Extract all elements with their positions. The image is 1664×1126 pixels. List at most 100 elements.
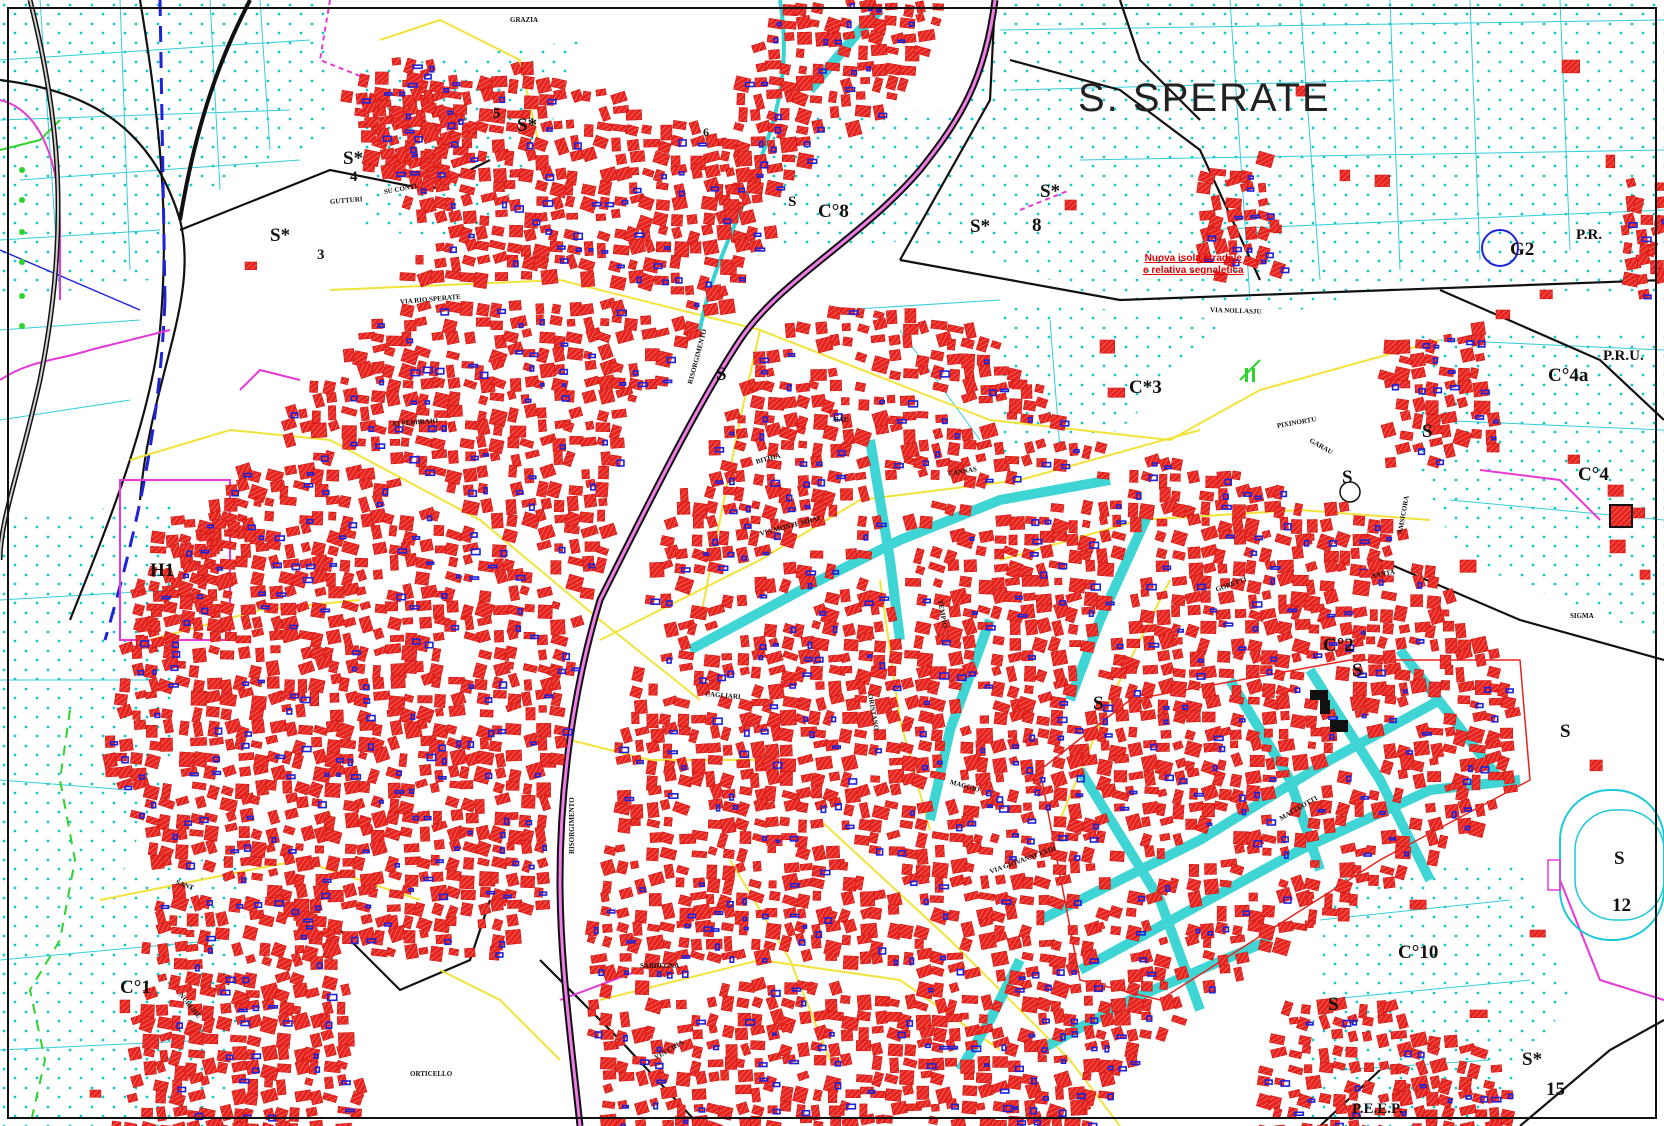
building bbox=[478, 649, 493, 661]
building bbox=[1444, 637, 1458, 654]
building bbox=[478, 590, 492, 603]
building bbox=[994, 874, 1006, 885]
building bbox=[399, 303, 415, 318]
building bbox=[1232, 925, 1243, 936]
building bbox=[965, 841, 983, 855]
building bbox=[1429, 638, 1440, 652]
building bbox=[402, 617, 414, 625]
building bbox=[535, 899, 551, 911]
building bbox=[678, 650, 695, 661]
building bbox=[1381, 684, 1396, 697]
building bbox=[579, 511, 594, 524]
building bbox=[1066, 724, 1082, 735]
building bbox=[767, 683, 785, 700]
building bbox=[1324, 893, 1333, 909]
building bbox=[1334, 815, 1347, 827]
zone-label: S bbox=[1093, 693, 1104, 714]
building bbox=[641, 167, 655, 178]
building bbox=[507, 672, 521, 688]
building bbox=[1305, 579, 1316, 596]
building bbox=[840, 307, 856, 316]
building bbox=[784, 322, 796, 339]
building bbox=[946, 338, 957, 351]
building bbox=[1290, 605, 1303, 621]
building bbox=[510, 61, 523, 76]
building bbox=[1175, 757, 1188, 769]
building bbox=[1170, 457, 1184, 472]
building bbox=[960, 741, 974, 754]
building bbox=[1172, 668, 1186, 678]
building bbox=[415, 208, 427, 224]
building bbox=[311, 736, 323, 748]
building bbox=[155, 1090, 167, 1104]
building bbox=[492, 107, 507, 124]
building bbox=[648, 893, 662, 907]
building bbox=[417, 750, 434, 760]
building bbox=[461, 91, 472, 106]
building bbox=[1384, 456, 1397, 469]
building bbox=[464, 331, 476, 345]
building bbox=[581, 90, 592, 102]
building bbox=[750, 1040, 766, 1051]
building bbox=[1362, 1016, 1374, 1027]
building bbox=[799, 1010, 812, 1025]
building bbox=[538, 794, 552, 812]
building bbox=[1468, 820, 1486, 838]
building bbox=[888, 334, 901, 346]
building bbox=[157, 814, 171, 831]
building bbox=[735, 861, 746, 873]
building bbox=[1108, 905, 1123, 919]
building bbox=[1230, 577, 1246, 592]
building bbox=[947, 559, 960, 572]
building bbox=[414, 661, 424, 673]
building bbox=[1424, 802, 1437, 813]
building bbox=[1004, 903, 1018, 921]
note-line-1: Nuova isola stradale bbox=[1144, 253, 1242, 264]
building bbox=[897, 923, 914, 940]
building bbox=[419, 826, 431, 842]
building bbox=[799, 498, 812, 511]
building bbox=[1139, 832, 1153, 849]
building bbox=[327, 405, 337, 421]
building bbox=[812, 729, 827, 739]
building bbox=[460, 193, 473, 207]
building bbox=[917, 320, 930, 335]
building bbox=[691, 829, 709, 841]
building bbox=[810, 818, 824, 829]
building bbox=[1261, 744, 1272, 753]
building bbox=[640, 315, 652, 325]
building bbox=[1348, 1090, 1359, 1101]
rural-building bbox=[244, 261, 257, 270]
building bbox=[1276, 631, 1293, 643]
building bbox=[568, 485, 584, 496]
building bbox=[1184, 623, 1200, 639]
building bbox=[1216, 470, 1233, 488]
building bbox=[390, 451, 404, 465]
building bbox=[704, 620, 719, 631]
building bbox=[1290, 713, 1307, 730]
building bbox=[857, 681, 867, 695]
building bbox=[717, 285, 729, 298]
building bbox=[839, 861, 849, 871]
building bbox=[461, 138, 473, 149]
building bbox=[342, 882, 358, 899]
building bbox=[1082, 725, 1101, 742]
building bbox=[1275, 684, 1290, 698]
building bbox=[917, 874, 930, 885]
building bbox=[595, 481, 609, 498]
building bbox=[1425, 1091, 1439, 1107]
building bbox=[609, 275, 627, 291]
building bbox=[433, 839, 445, 850]
building bbox=[240, 604, 257, 616]
building bbox=[737, 1069, 754, 1083]
building bbox=[652, 150, 671, 167]
building bbox=[1218, 668, 1235, 679]
building bbox=[549, 752, 566, 766]
building bbox=[1069, 859, 1080, 874]
building bbox=[975, 439, 993, 451]
building bbox=[1050, 770, 1068, 788]
building bbox=[972, 833, 983, 844]
building bbox=[900, 441, 920, 460]
building bbox=[1172, 804, 1185, 820]
building bbox=[1130, 517, 1142, 533]
